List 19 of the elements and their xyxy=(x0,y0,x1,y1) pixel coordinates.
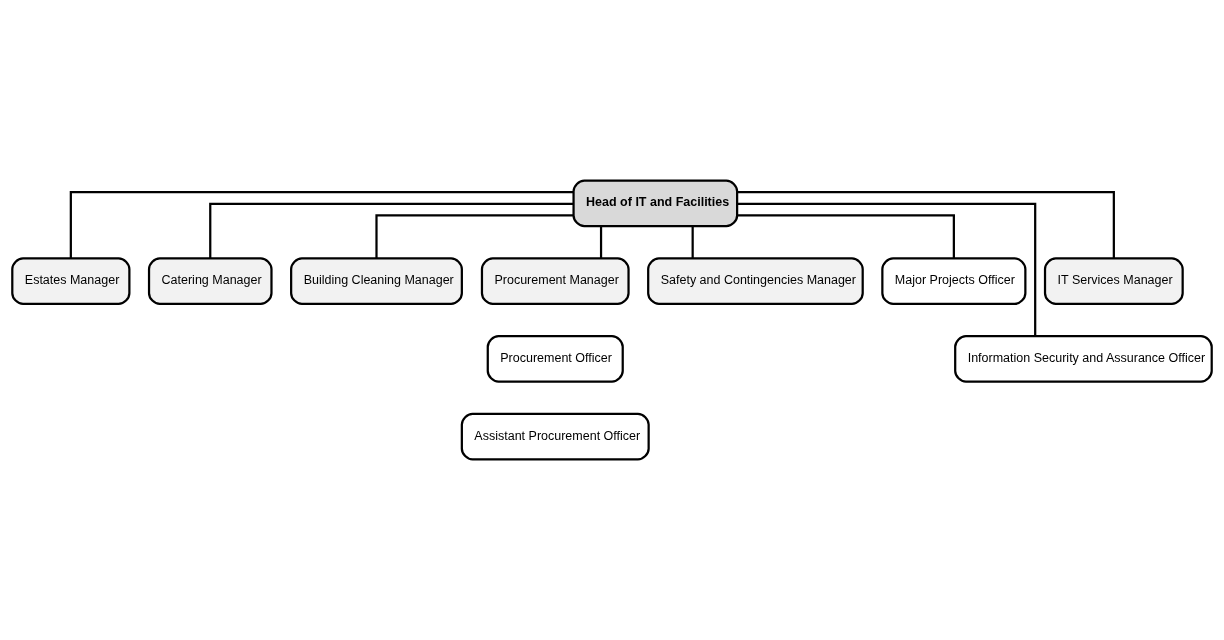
connector xyxy=(69,191,574,259)
connector xyxy=(737,202,1037,336)
connector xyxy=(209,202,574,258)
connector xyxy=(737,214,955,259)
node-box: Safety and Contingencies Manager xyxy=(647,257,864,306)
connector xyxy=(737,191,1115,259)
connector xyxy=(375,214,574,259)
node-box: Estates Manager xyxy=(11,257,131,306)
node-box: Building Cleaning Manager xyxy=(290,257,463,306)
node-box: Major Projects Officer xyxy=(881,257,1027,306)
connector xyxy=(599,226,603,259)
node-box: Procurement Officer xyxy=(486,334,624,383)
connector xyxy=(691,226,694,259)
node-box: Assistant Procurement Officer xyxy=(460,412,650,461)
node-box: Catering Manager xyxy=(147,257,273,306)
node-box: Information Security and Assurance Officer xyxy=(954,334,1213,383)
node-box: IT Services Manager xyxy=(1043,257,1184,306)
node-box: Procurement Manager xyxy=(480,257,630,306)
node-box: Head of IT and Facilities xyxy=(572,179,739,228)
